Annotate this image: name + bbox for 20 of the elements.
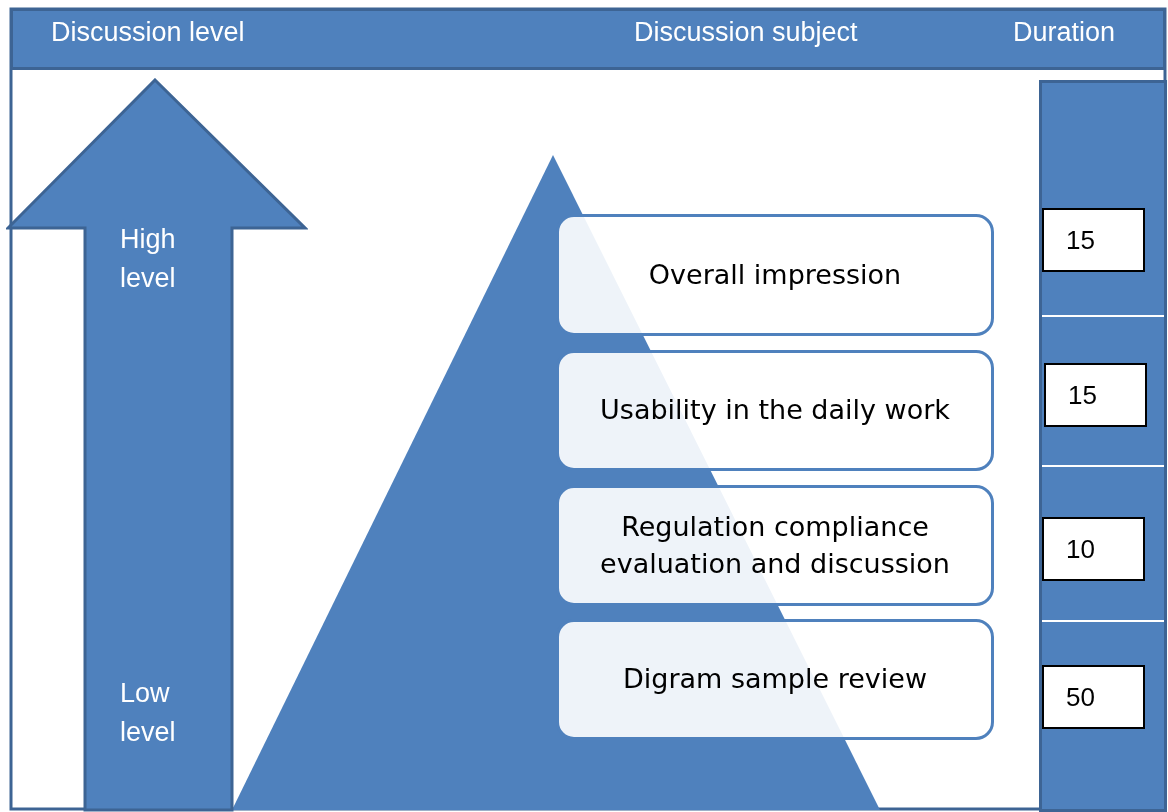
- subject-text: Regulation compliance evaluation and discussion: [599, 510, 951, 581]
- subject-text: Usability in the daily work: [599, 393, 951, 428]
- column-header: Discussion level: [51, 17, 245, 48]
- duration-value: 15: [1042, 208, 1145, 272]
- level-label: Low level: [120, 677, 177, 750]
- up-arrow: [6, 78, 308, 812]
- subject-box: [556, 350, 994, 471]
- duration-value: 50: [1042, 665, 1145, 729]
- column-header: Discussion subject: [634, 17, 858, 48]
- subject-text: Digram sample review: [622, 662, 928, 697]
- subject-box: [556, 619, 994, 740]
- subject-box: [556, 214, 994, 336]
- level-label: High level: [120, 223, 177, 296]
- duration-column: [1039, 80, 1167, 812]
- duration-value: 10: [1042, 517, 1145, 581]
- duration-value: 15: [1044, 363, 1147, 427]
- subject-text: Overall impression: [647, 257, 903, 292]
- subject-box: [556, 485, 994, 606]
- column-header: Duration: [1013, 17, 1116, 48]
- header-bar: [10, 8, 1166, 70]
